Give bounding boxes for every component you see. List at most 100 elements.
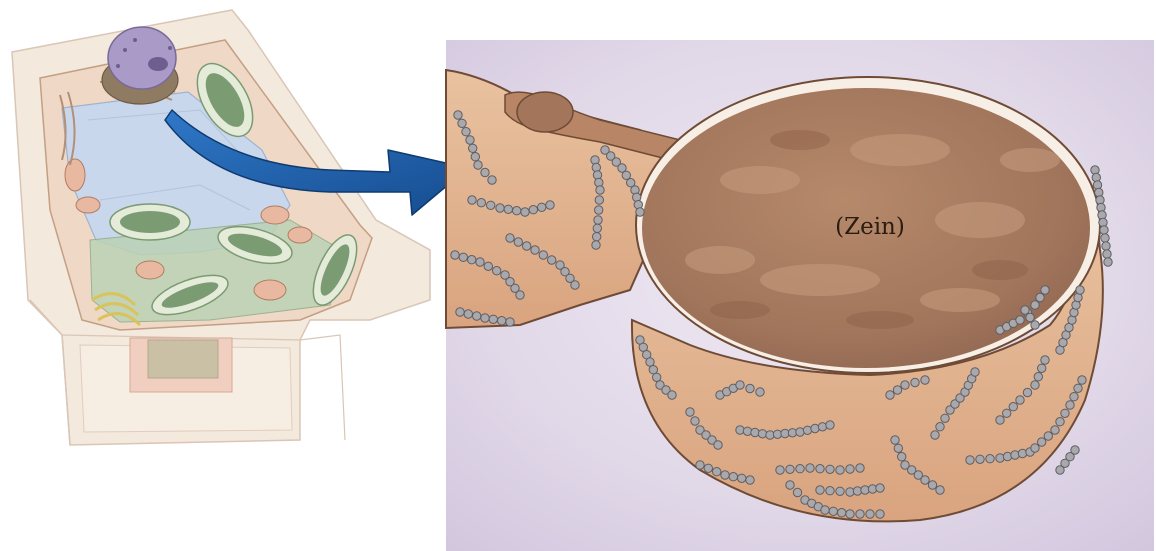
ribosome [451,251,459,259]
ribosome [898,453,906,461]
ribosome [1076,286,1084,294]
ribosome [1031,321,1039,329]
ribosome [459,253,467,261]
ribosome [1100,226,1108,234]
ribosome [593,233,601,241]
ribosome [471,153,479,161]
ribosome [462,128,470,136]
ribosome [704,464,712,472]
ribosome [811,424,819,432]
ribosome [594,216,602,224]
ribosome [876,484,884,492]
ribosome [1036,293,1044,301]
ribosome [996,454,1004,462]
ribosome [1016,396,1024,404]
ribosome [911,378,919,386]
ribosome [1003,452,1011,460]
ribosome [928,481,936,489]
ribosome [876,510,884,518]
ribosome [936,486,944,494]
ribosome [595,206,603,214]
ribosome [488,176,496,184]
ribosome [891,436,899,444]
ribosome [1034,373,1042,381]
ribosome [1041,286,1049,294]
ribosome [636,208,644,216]
plant-cell-illustration [12,10,430,445]
ribosome [646,358,654,366]
ribosome [476,258,484,266]
ribosome [966,456,974,464]
ribosome [477,199,485,207]
ribosome [456,308,464,316]
ribosome [1011,451,1019,459]
ribosome [986,455,994,463]
ribosome [746,384,754,392]
ribosome [464,310,472,318]
ribosome [1031,444,1039,452]
ribosome [894,444,902,452]
ribosome [1095,188,1103,196]
ribosome [746,476,754,484]
ribosome [481,168,489,176]
ribosome [1026,313,1034,321]
ribosome [466,136,474,144]
ribosome [886,391,894,399]
ribosome [593,224,601,232]
ribosome [826,421,834,429]
ribosome [1041,356,1049,364]
zein-label: (Zein) [835,214,905,240]
ribosome [1003,409,1011,417]
ribosome [1104,258,1112,266]
ribosome [976,455,984,463]
ribosome [856,464,864,472]
ribosome [846,510,854,518]
ribosome [1071,446,1079,454]
ribosome [493,267,501,275]
ribosome [506,318,514,326]
ribosome [996,416,1004,424]
ribosome [776,466,784,474]
ribosome [468,256,476,264]
ribosome [506,234,514,242]
ribosome [1038,364,1046,372]
ribosome [786,481,794,489]
ribosome [504,205,512,213]
detail-panel: (Zein) [446,40,1154,551]
ribosome [1044,432,1052,440]
ribosome [793,488,801,496]
ribosome [826,487,834,495]
ribosome [514,238,522,246]
ribosome [496,204,504,212]
ribosome [743,427,751,435]
ribosome [1061,409,1069,417]
ribosome [714,441,722,449]
ribosome [1018,449,1026,457]
ribosome [1101,234,1109,242]
ribosome [1023,388,1031,396]
ribosome [818,423,826,431]
ribosome [901,381,909,389]
ribosome [523,242,531,250]
ribosome [736,426,744,434]
protein-body: (Zein) [636,77,1100,373]
ribosome [736,381,744,389]
ribosome [531,246,539,254]
ribosome [513,207,521,215]
ribosome [836,466,844,474]
ribosome [816,486,824,494]
ribosome [474,161,482,169]
ribosome [758,430,766,438]
ribosome [489,315,497,323]
ribosome [691,417,699,425]
ribosome [803,426,811,434]
ribosome [1009,403,1017,411]
ribosome [487,201,495,209]
ribosome [498,317,506,325]
ribosome [1103,250,1111,258]
ribosome [1070,393,1078,401]
ribosome [668,391,676,399]
ribosome [971,368,979,376]
ribosome [729,473,737,481]
ribosome [595,196,603,204]
